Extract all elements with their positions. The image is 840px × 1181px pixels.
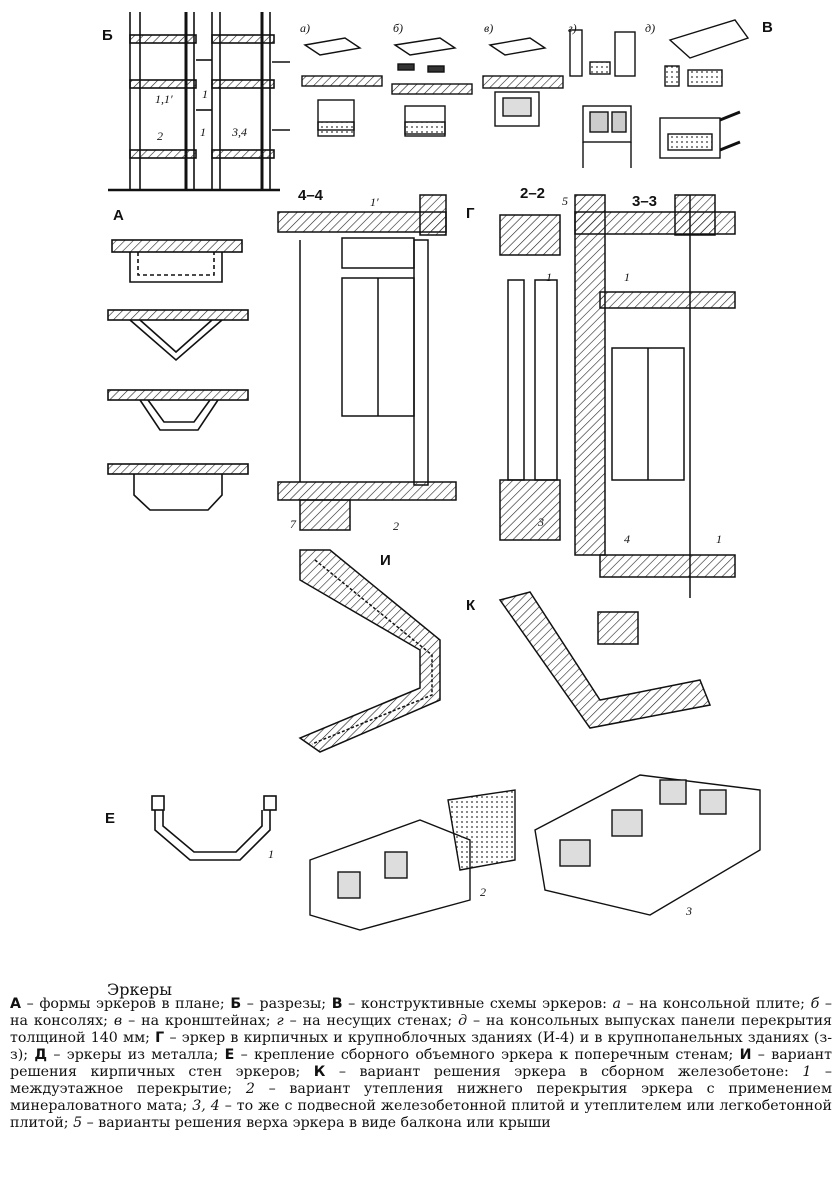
schemes-v [301,19,750,168]
caption-key: Б [230,996,242,1012]
callout-2b: 2 [393,519,399,533]
caption-text: – вариант утепления нижнего перекрытия э… [10,1081,832,1114]
label-V: В [762,19,773,36]
caption-key: Д [34,1047,48,1063]
callout-1c: 1 [546,270,552,284]
sub-d: д) [645,21,655,35]
caption-index: а [612,996,621,1012]
label-A: А [113,207,124,224]
caption-body: А – формы эркеров в плане; Б – разрезы; … [10,996,832,1132]
caption-text: – вариант решения эркера в сборном желез… [325,1064,803,1080]
caption-text: – на кронштейнах; [122,1013,277,1029]
label-33: 3–3 [632,193,657,210]
axonometric-3 [534,774,761,916]
caption-text: – на кон­сольной плите; [620,996,811,1012]
label-B: Б [102,27,113,44]
callout-1d: 1 [624,270,630,284]
caption-text: – конструктивные схемы эркеров: [342,996,613,1012]
caption-key: Г [155,1030,165,1046]
label-I: И [380,552,391,569]
caption-index: д [458,1013,468,1029]
caption-text: – междуэтажное перекры­тие; [10,1064,833,1097]
label-44: 4–4 [298,187,324,204]
caption-text: – формы эркеров в плане; [20,996,231,1012]
caption-text: – на консолях; [10,996,832,1029]
caption-index: 2 [245,1081,255,1097]
caption-text: – разрезы; [241,996,332,1012]
callout-11p: 1,1′ [155,92,173,106]
section-g [499,194,736,598]
erker-drawings: Б 1,1′ 1 2 1 3,4 а) б) в [102,12,773,931]
caption-text: – эркеры из металла; [47,1047,225,1063]
sub-a: а) [300,21,310,35]
detail-i [298,549,441,753]
sub-g: г) [568,21,577,35]
caption-key: И [739,1047,752,1063]
caption-index: в [113,1013,123,1029]
caption-text: – на несущих стенах; [283,1013,459,1029]
plan-forms-a [107,239,249,511]
section-b [108,12,290,192]
caption-index: г [276,1013,284,1029]
label-22: 2–2 [520,185,545,202]
section-44 [277,194,457,531]
caption-text: – крепле­ние сборного объемного эркера к… [234,1047,740,1063]
label-K: К [466,597,476,614]
callout-1e: 1 [716,532,722,546]
caption-text: – вариант решения кирпичных стен эркеров… [10,1047,832,1080]
caption-text: – на консоль­ных выпусках панели перекры… [10,1013,832,1046]
caption-text: – то же с подвесной железобетонной плито… [10,1098,832,1131]
callout-1p: 1′ [370,195,379,209]
caption-text: – эркер в кирпичных и крупноблоч­ных зда… [10,1030,833,1063]
callout-4: 4 [624,532,630,546]
caption-index: 1 [802,1064,812,1080]
sub-b: б) [393,21,403,35]
caption-index: 3, 4 [192,1098,220,1114]
caption-key: А [10,996,21,1012]
caption-text: – варианты решения верха эркера в виде б… [82,1115,551,1131]
sub-v: в) [484,21,493,35]
caption-index: 5 [73,1115,83,1131]
callout-e2: 2 [480,885,486,899]
detail-e [151,795,277,861]
detail-k [498,591,712,729]
callout-2a: 2 [157,129,163,143]
callout-7: 7 [290,517,297,531]
callout-e1: 1 [268,847,274,861]
axonometric-2 [309,789,516,931]
caption-index: б [810,996,820,1012]
callout-e3: 3 [685,904,692,918]
label-G: Г [466,205,475,222]
caption-title: Эркеры [107,980,172,999]
callout-5: 5 [562,194,568,208]
label-E: Е [105,810,115,827]
callout-3: 3 [537,515,544,529]
caption-key: К [313,1064,326,1080]
callout-1a: 1 [202,87,208,101]
callout-34: 3,4 [231,125,247,139]
caption-key: В [331,996,343,1012]
callout-1b: 1 [200,125,206,139]
caption-key: Е [224,1047,235,1063]
